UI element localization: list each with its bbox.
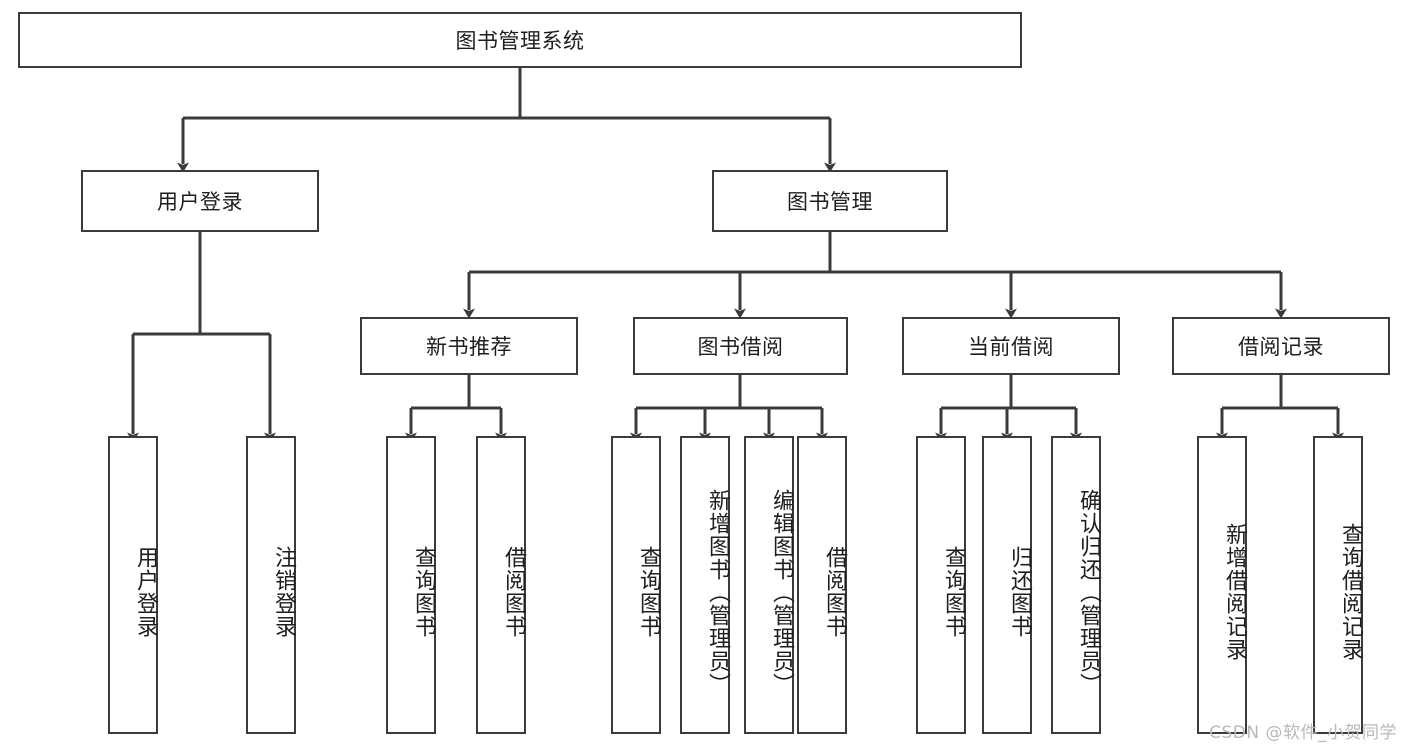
node-label: 归还图书 — [1007, 546, 1032, 638]
node-new-book-recommend[interactable]: 新书推荐 — [360, 317, 578, 375]
node-label: 用户登录 — [157, 190, 243, 214]
leaf-recommend-query-book[interactable]: 查询图书 — [386, 436, 436, 734]
node-label: 查询图书 — [941, 546, 966, 638]
node-root-book-management-system[interactable]: 图书管理系统 — [18, 12, 1022, 68]
node-user-login[interactable]: 用户登录 — [81, 170, 319, 232]
node-label: 新增图书（管理员） — [705, 488, 730, 696]
leaf-borrow-add-book-admin[interactable]: 新增图书（管理员） — [680, 436, 730, 734]
node-label: 查询图书 — [411, 546, 436, 638]
leaf-borrow-borrow-book[interactable]: 借阅图书 — [797, 436, 847, 734]
node-label: 借阅记录 — [1238, 335, 1324, 359]
leaf-user-login-logout[interactable]: 注销登录 — [246, 436, 296, 734]
leaf-current-return-book[interactable]: 归还图书 — [982, 436, 1032, 734]
node-label: 查询图书 — [636, 546, 661, 638]
node-label: 当前借阅 — [968, 335, 1054, 359]
node-label: 图书借阅 — [697, 335, 784, 359]
watermark-text: CSDN @软件_小贺同学 — [1209, 723, 1397, 743]
node-book-management[interactable]: 图书管理 — [712, 170, 948, 232]
leaf-record-add-borrow-record[interactable]: 新增借阅记录 — [1197, 436, 1247, 734]
node-label: 注销登录 — [271, 546, 296, 638]
node-borrow-record[interactable]: 借阅记录 — [1172, 317, 1390, 375]
node-label: 用户登录 — [133, 546, 158, 638]
node-label: 借阅图书 — [822, 546, 847, 638]
leaf-current-query-book[interactable]: 查询图书 — [916, 436, 966, 734]
node-current-borrow[interactable]: 当前借阅 — [902, 317, 1120, 375]
leaf-borrow-edit-book-admin[interactable]: 编辑图书（管理员） — [744, 436, 794, 734]
node-label: 查询借阅记录 — [1338, 523, 1363, 661]
node-label: 编辑图书（管理员） — [769, 488, 794, 696]
node-label: 新增借阅记录 — [1222, 523, 1247, 661]
leaf-user-login-login[interactable]: 用户登录 — [108, 436, 158, 734]
leaf-recommend-borrow-book[interactable]: 借阅图书 — [476, 436, 526, 734]
node-book-borrow[interactable]: 图书借阅 — [633, 317, 848, 375]
node-label: 借阅图书 — [501, 546, 526, 638]
node-label: 图书管理系统 — [455, 29, 585, 53]
leaf-current-confirm-return-admin[interactable]: 确认归还（管理员） — [1051, 436, 1101, 734]
node-label: 图书管理 — [787, 190, 873, 214]
node-label: 确认归还（管理员） — [1076, 488, 1101, 696]
node-label: 新书推荐 — [426, 335, 512, 359]
leaf-borrow-query-book[interactable]: 查询图书 — [611, 436, 661, 734]
leaf-record-query-borrow-record[interactable]: 查询借阅记录 — [1313, 436, 1363, 734]
